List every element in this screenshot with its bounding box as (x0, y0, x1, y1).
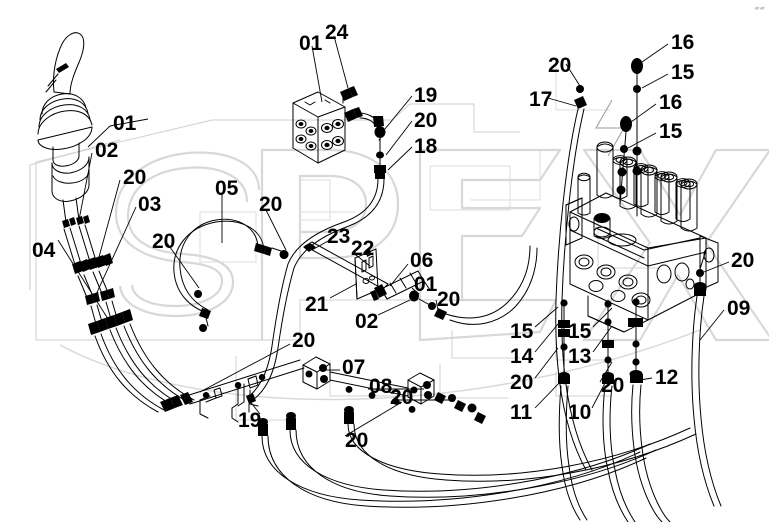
callout-label-20: 20 (123, 166, 147, 189)
hose-05-loop (173, 218, 289, 332)
callout-label-20: 20 (731, 249, 755, 272)
callout-label-15: 15 (659, 120, 683, 143)
valve-spool-stack (596, 141, 698, 232)
hose-fitting-cluster-4 (88, 309, 133, 335)
nut-20 (696, 269, 704, 277)
callout-label-20: 20 (292, 329, 316, 352)
fitting-column-12 (628, 298, 671, 522)
watermark-logo (29, 139, 769, 401)
callout-label-20: 20 (152, 230, 176, 253)
callout-label-20: 20 (414, 109, 438, 132)
callout-label-01: 01 (113, 112, 137, 135)
callout-label-12: 12 (655, 366, 679, 389)
callout-label-01: 01 (299, 32, 323, 55)
fitting-13 (602, 340, 614, 348)
nut-20 (428, 302, 436, 310)
nut-20 (376, 151, 384, 159)
callout-label-18: 18 (414, 135, 438, 158)
fitting-15b (620, 145, 628, 153)
hose-17 (555, 85, 593, 471)
callout-label-13: 13 (568, 345, 592, 368)
callout-label-17: 17 (529, 88, 553, 111)
callout-label-07: 07 (342, 356, 366, 379)
callout-label-06: 06 (410, 249, 434, 272)
callout-label-23: 23 (327, 225, 351, 248)
lower-hose-bundle (160, 356, 697, 508)
callout-label-09: 09 (727, 297, 751, 320)
callout-label-20: 20 (510, 371, 534, 394)
callout-label-22: 22 (351, 237, 375, 260)
fitting-14 (558, 329, 570, 337)
callout-label-20: 20 (601, 374, 625, 397)
callout-label-15: 15 (671, 61, 695, 84)
callout-label-20: 20 (548, 54, 572, 77)
pilot-joystick-assembly (37, 32, 195, 413)
elbow-19-assembly (287, 116, 386, 269)
callout-label-24: 24 (325, 21, 349, 44)
callout-label-19: 19 (414, 84, 438, 107)
fitting-16b (620, 116, 632, 132)
small-manifold-block (292, 86, 381, 164)
manifold-08 (407, 372, 435, 405)
hose-main-center (246, 263, 295, 401)
callout-label-16: 16 (671, 31, 695, 54)
callout-label-04: 04 (32, 239, 56, 262)
callout-label-02: 02 (95, 139, 119, 162)
callout-label-08: 08 (369, 375, 393, 398)
nut-20 (560, 343, 568, 351)
callout-label-16: 16 (659, 91, 683, 114)
callout-label-20: 20 (259, 193, 283, 216)
manifold-07 (302, 356, 331, 390)
mounting-bracket-21 (303, 241, 538, 325)
fitting-19 (246, 393, 256, 404)
callout-label-05: 05 (215, 177, 239, 200)
fitting-16 (631, 58, 643, 74)
callout-label-20: 20 (437, 288, 461, 311)
fitting-18 (374, 165, 386, 173)
callout-label-03: 03 (138, 193, 162, 216)
nut-20 (604, 356, 612, 364)
hose-09 (691, 249, 722, 507)
nut-20 (576, 85, 584, 93)
callout-label-20: 20 (345, 429, 369, 452)
callout-label-14: 14 (510, 345, 534, 368)
fitting-column-11 (558, 299, 588, 521)
fittings-16-15-upper (616, 58, 643, 217)
callout-label-02: 02 (355, 310, 379, 333)
callout-label-20: 20 (390, 386, 414, 409)
callout-label-11: 11 (510, 401, 533, 424)
callout-label-01: 01 (414, 273, 438, 296)
fitting-15 (633, 85, 641, 93)
fitting-01 (409, 290, 419, 302)
callout-label-15: 15 (510, 320, 534, 343)
fitting-15d (628, 318, 643, 327)
hose-fitting-cluster-3 (85, 288, 115, 305)
callout-label-21: 21 (305, 293, 329, 316)
callout-label-15: 15 (568, 320, 592, 343)
corner-mark: ▰▰ (754, 5, 765, 12)
ghost-outline-shapes (35, 60, 660, 421)
callout-label-10: 10 (568, 401, 592, 424)
callout-label-19: 19 (238, 409, 262, 432)
leader-lines (57, 35, 730, 437)
fitting-15c (558, 320, 570, 328)
